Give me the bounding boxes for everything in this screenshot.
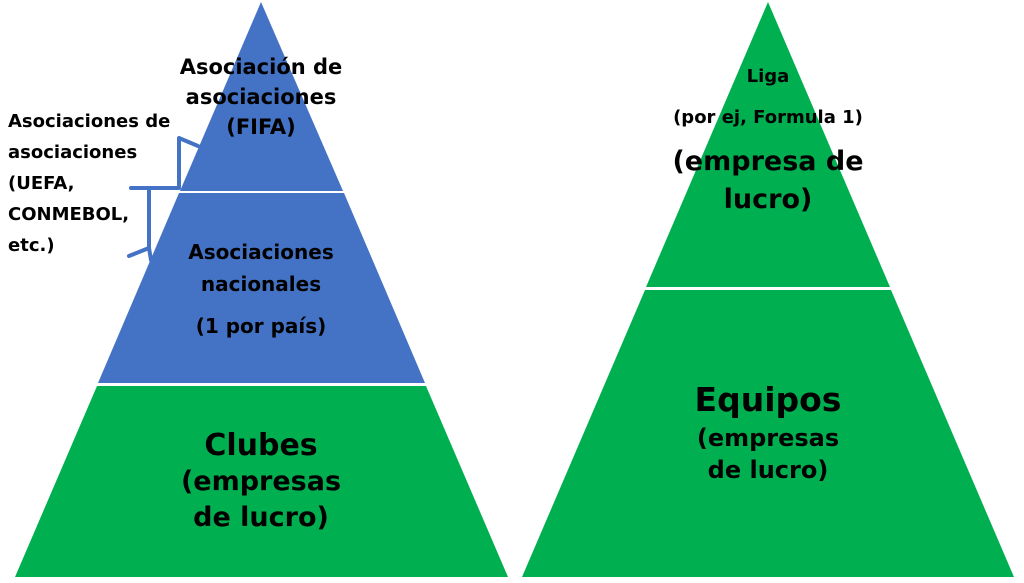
clubs-tier-line-1: Clubes: [204, 428, 318, 463]
left-pyramid-top-tier: [180, 2, 343, 191]
teams-tier-line-2: (empresas: [696, 424, 840, 452]
right-pyramid-bottom-tier: [522, 290, 1014, 577]
national-associations-line-2: nacionales: [200, 272, 322, 296]
national-associations-label: Asociaciones nacionales (1 por país): [161, 236, 361, 342]
teams-tier-line-3: de lucro): [707, 456, 829, 484]
fifa-tier-label: Asociación de asociaciones (FIFA): [161, 52, 361, 142]
right-pyramid-top-tier: [646, 2, 890, 287]
clubs-tier-line-2: (empresas: [180, 466, 342, 497]
teams-tier-line-1: Equipos: [694, 380, 842, 419]
league-tier-label: Liga (por ej, Formula 1) (empresa de luc…: [628, 64, 908, 219]
league-tier-line-3: (empresa de: [672, 146, 864, 177]
clubs-tier-line-3: de lucro): [193, 502, 329, 533]
side-annotation-bracket: [127, 136, 200, 262]
fifa-tier-line-3: (FIFA): [226, 115, 296, 139]
fifa-tier-line-1: Asociación de: [179, 55, 343, 79]
league-tier-line-1: Liga: [746, 66, 790, 87]
left-pyramid-middle-tier: [98, 193, 425, 383]
side-annotation-line-3: (UEFA,: [8, 173, 75, 194]
teams-tier-label: Equipos (empresas de lucro): [628, 378, 908, 486]
side-annotation-line-1: Asociaciones de: [8, 111, 171, 132]
side-annotation-line-5: etc.): [8, 235, 55, 256]
clubs-tier-label: Clubes (empresas de lucro): [141, 428, 381, 536]
side-annotation-line-4: CONMEBOL,: [8, 204, 130, 225]
side-annotation-line-2: asociaciones: [8, 142, 138, 163]
national-associations-line-1: Asociaciones: [188, 240, 334, 264]
league-tier-line-2: (por ej, Formula 1): [673, 107, 863, 128]
left-pyramid-bottom-tier: [15, 386, 508, 577]
league-tier-line-4: lucro): [723, 184, 813, 215]
national-associations-line-3: (1 por país): [195, 314, 327, 338]
fifa-tier-line-2: asociaciones: [185, 85, 337, 109]
side-annotation: Asociaciones de asociaciones (UEFA, CONM…: [8, 106, 170, 261]
